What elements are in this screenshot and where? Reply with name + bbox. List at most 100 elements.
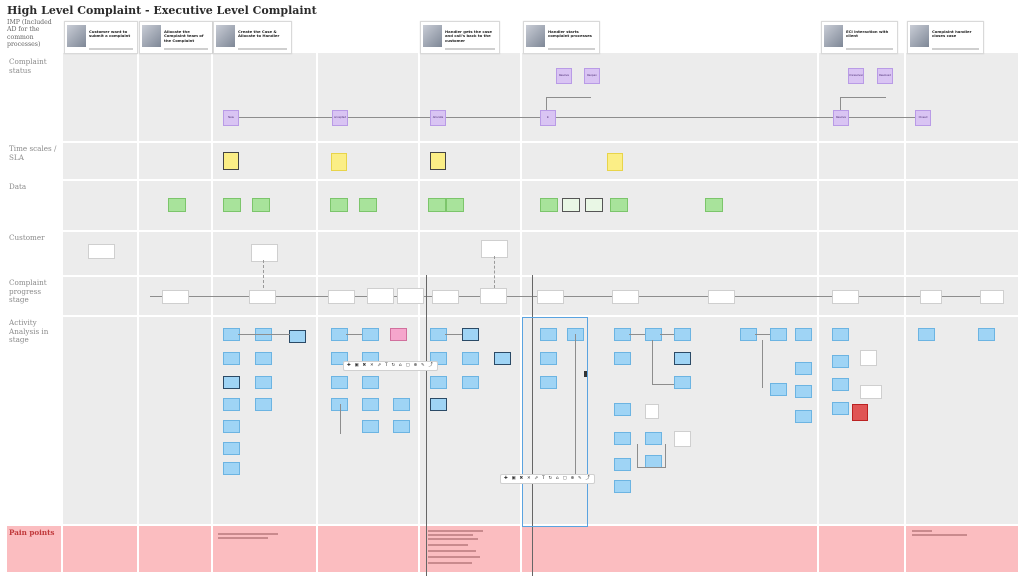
- activity-sticky[interactable]: [614, 352, 631, 365]
- activity-sticky[interactable]: [462, 376, 479, 389]
- activity-sticky[interactable]: [795, 328, 812, 341]
- activity-sticky[interactable]: [462, 352, 479, 365]
- activity-sticky[interactable]: [255, 376, 272, 389]
- toolbar-glyph[interactable]: ✖: [362, 363, 368, 368]
- activity-sticky-flag[interactable]: [390, 328, 407, 341]
- stage-card[interactable]: Handler gets the case and call's back to…: [420, 21, 500, 54]
- toolbar-glyph[interactable]: ✚: [504, 476, 509, 481]
- data-sticky[interactable]: [168, 198, 186, 212]
- status-sticky[interactable]: Reopen: [584, 68, 600, 84]
- activity-sticky[interactable]: [674, 328, 691, 341]
- toolbar-glyph[interactable]: ✕: [369, 363, 375, 368]
- activity-sticky[interactable]: [540, 328, 557, 341]
- data-sticky[interactable]: [705, 198, 723, 212]
- progress-step[interactable]: [537, 290, 564, 304]
- selection-handle[interactable]: [584, 371, 587, 377]
- progress-step[interactable]: [832, 290, 859, 304]
- progress-step[interactable]: [249, 290, 276, 304]
- progress-step[interactable]: [980, 290, 1004, 304]
- activity-sticky[interactable]: [362, 376, 379, 389]
- data-sticky[interactable]: [359, 198, 377, 212]
- stage-card[interactable]: Handler starts complaint processes: [523, 21, 600, 54]
- activity-sticky[interactable]: [289, 330, 306, 343]
- sla-sticky[interactable]: [430, 152, 446, 170]
- activity-sticky[interactable]: [223, 376, 240, 389]
- data-sticky[interactable]: [252, 198, 270, 212]
- progress-step[interactable]: [328, 290, 355, 304]
- toolbar-glyph[interactable]: ⇗: [534, 476, 540, 481]
- stage-card[interactable]: ECI interaction with client: [821, 21, 898, 54]
- stage-card[interactable]: Create the Case & Allocate to Handler: [213, 21, 292, 54]
- activity-sticky[interactable]: [430, 398, 447, 411]
- activity-sticky[interactable]: [255, 398, 272, 411]
- progress-step[interactable]: [612, 290, 639, 304]
- data-sticky[interactable]: [428, 198, 446, 212]
- data-sticky[interactable]: [540, 198, 558, 212]
- toolbar-glyph[interactable]: ✚: [347, 363, 352, 368]
- toolbar-glyph[interactable]: ▣: [354, 363, 360, 368]
- progress-step[interactable]: [367, 288, 394, 304]
- toolbar-glyph[interactable]: ▢: [562, 476, 568, 481]
- progress-step[interactable]: [397, 288, 424, 304]
- data-sticky[interactable]: [223, 198, 241, 212]
- customer-note[interactable]: [251, 244, 278, 262]
- selection-box[interactable]: [522, 317, 588, 527]
- activity-sticky[interactable]: [832, 402, 849, 415]
- status-sticky[interactable]: Resolve: [833, 110, 849, 126]
- activity-sticky[interactable]: [223, 442, 240, 455]
- activity-sticky[interactable]: [331, 398, 348, 411]
- activity-note[interactable]: [674, 431, 691, 447]
- data-sticky[interactable]: [562, 198, 580, 212]
- toolbar-glyph[interactable]: ⤴: [428, 363, 435, 368]
- activity-sticky[interactable]: [393, 420, 410, 433]
- activity-sticky[interactable]: [770, 328, 787, 341]
- status-sticky[interactable]: Allocate: [430, 110, 446, 126]
- activity-sticky[interactable]: [795, 410, 812, 423]
- activity-sticky[interactable]: [795, 362, 812, 375]
- toolbar-glyph[interactable]: ▣: [511, 476, 517, 481]
- activity-note[interactable]: [860, 385, 882, 399]
- activity-sticky[interactable]: [918, 328, 935, 341]
- activity-sticky[interactable]: [614, 403, 631, 416]
- floating-toolbar[interactable]: ✚ ▣ ✖ ✕ ⇗ T ↻ ⌂ ▢ ⊕ ✎ ⤴: [343, 361, 439, 371]
- activity-sticky[interactable]: [832, 328, 849, 341]
- alert-sticky[interactable]: [852, 404, 868, 421]
- activity-sticky[interactable]: [362, 420, 379, 433]
- stage-card[interactable]: Allocate the Complaint team of the Compl…: [139, 21, 213, 54]
- activity-sticky[interactable]: [540, 352, 557, 365]
- activity-sticky[interactable]: [255, 352, 272, 365]
- activity-sticky[interactable]: [770, 383, 787, 396]
- toolbar-glyph[interactable]: ⌂: [555, 476, 560, 481]
- activity-sticky[interactable]: [362, 398, 379, 411]
- toolbar-glyph[interactable]: ⤴: [585, 476, 592, 481]
- activity-sticky[interactable]: [462, 328, 479, 341]
- toolbar-glyph[interactable]: ✎: [578, 476, 583, 481]
- activity-sticky[interactable]: [645, 432, 662, 445]
- activity-sticky[interactable]: [331, 376, 348, 389]
- toolbar-glyph[interactable]: ↻: [548, 476, 554, 481]
- activity-sticky[interactable]: [832, 378, 849, 391]
- activity-sticky[interactable]: [674, 376, 691, 389]
- activity-sticky[interactable]: [494, 352, 511, 365]
- status-sticky[interactable]: Unresolved: [848, 68, 864, 84]
- toolbar-glyph[interactable]: T: [541, 476, 546, 481]
- toolbar-glyph[interactable]: ✕: [526, 476, 532, 481]
- data-sticky[interactable]: [330, 198, 348, 212]
- toolbar-glyph[interactable]: ⇗: [377, 363, 383, 368]
- data-sticky[interactable]: [585, 198, 603, 212]
- activity-sticky[interactable]: [223, 398, 240, 411]
- toolbar-glyph[interactable]: ✖: [519, 476, 525, 481]
- toolbar-glyph[interactable]: T: [384, 363, 389, 368]
- toolbar-glyph[interactable]: ✎: [421, 363, 426, 368]
- activity-sticky[interactable]: [614, 432, 631, 445]
- progress-step[interactable]: [480, 288, 507, 304]
- activity-note[interactable]: [860, 350, 877, 366]
- activity-sticky[interactable]: [674, 352, 691, 365]
- stage-card[interactable]: Customer want to submit a complaint: [64, 21, 138, 54]
- activity-sticky[interactable]: [978, 328, 995, 341]
- toolbar-glyph[interactable]: ⊕: [413, 363, 419, 368]
- sla-sticky[interactable]: [331, 153, 347, 171]
- activity-sticky[interactable]: [223, 352, 240, 365]
- progress-step[interactable]: [708, 290, 735, 304]
- floating-toolbar[interactable]: ✚ ▣ ✖ ✕ ⇗ T ↻ ⌂ ▢ ⊕ ✎ ⤴: [500, 474, 596, 484]
